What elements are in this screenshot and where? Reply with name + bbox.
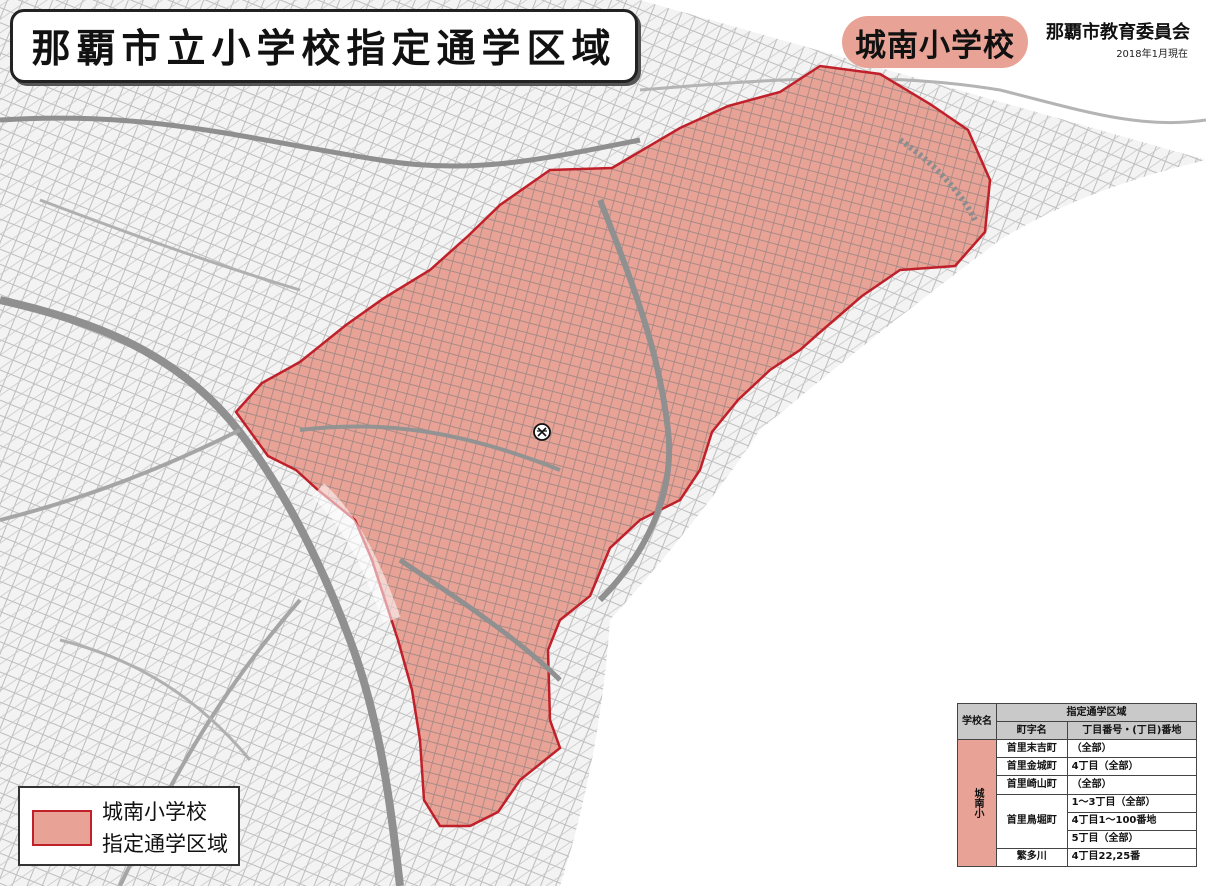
publisher-name: 那覇市教育委員会	[1046, 22, 1190, 43]
school-name-label: 城南小学校	[855, 27, 1015, 64]
table-header-row: 学校名 指定通学区域	[957, 702, 1197, 741]
header-range: 丁目番号・(丁目)番地	[1066, 721, 1198, 741]
map-legend: 城南小学校 指定通学区域	[18, 786, 240, 866]
school-cell: 城南小	[957, 739, 997, 867]
range-cell: 4丁目1～100番地	[1066, 811, 1198, 831]
school-symbol-icon[interactable]	[533, 423, 551, 441]
town-cell: 繁多川	[996, 847, 1068, 868]
school-name-badge: 城南小学校	[842, 16, 1028, 68]
header-town: 町字名	[996, 721, 1068, 741]
range-cell: （全部）	[1066, 775, 1198, 795]
district-table: 学校名 指定通学区域 町字名 丁目番号・(丁目)番地 城南小 首里末吉町 （全部…	[957, 702, 1198, 868]
header-district: 指定通学区域	[996, 702, 1197, 723]
legend-swatch	[32, 810, 92, 846]
legend-label-line2: 指定通学区域	[102, 832, 228, 856]
as-of-date: 2018年1月現在	[1116, 49, 1188, 60]
table-row: 繁多川 4丁目22,25番	[958, 847, 1198, 868]
range-cell: 4丁目22,25番	[1066, 847, 1198, 868]
town-cell: 首里末吉町	[996, 739, 1068, 759]
district-polygon	[234, 64, 992, 828]
table-row: 城南小 首里末吉町 （全部）	[957, 739, 1198, 867]
header-school: 学校名	[957, 702, 997, 741]
map-title: 那覇市立小学校指定通学区域	[31, 27, 617, 72]
range-cell: 5丁目（全部）	[1066, 829, 1198, 849]
map-title-box: 那覇市立小学校指定通学区域	[10, 9, 638, 83]
legend-label-line1: 城南小学校	[102, 800, 207, 824]
town-cell: 首里鳥堀町	[996, 793, 1068, 849]
range-cell: 1～3丁目（全部）	[1066, 793, 1198, 813]
range-cell: 4丁目（全部）	[1066, 757, 1198, 777]
range-cell: （全部）	[1066, 739, 1198, 759]
town-cell: 首里崎山町	[996, 775, 1068, 795]
district-area[interactable]	[234, 64, 992, 828]
town-cell: 首里金城町	[996, 757, 1068, 777]
table-subheader-row: 町字名 丁目番号・(丁目)番地	[958, 721, 1198, 741]
publisher-box: 那覇市教育委員会 2018年1月現在	[1036, 12, 1198, 70]
